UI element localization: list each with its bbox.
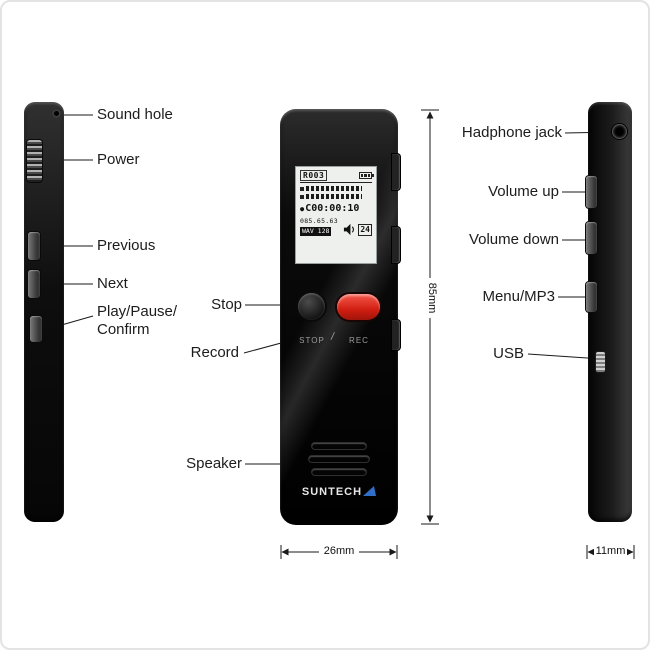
stop-button — [298, 293, 325, 320]
sound-hole — [52, 109, 61, 118]
screen-bottom-row: 085.65.63 WAV 128 24 — [300, 217, 372, 236]
dimension-width-front: 26mm — [319, 544, 359, 558]
label-menu-mp3: Menu/MP3 — [482, 288, 555, 305]
left-side-view — [24, 102, 64, 522]
label-volume-down: Volume down — [468, 231, 559, 248]
menu-mp3-button — [586, 282, 597, 312]
speaker-slot — [309, 456, 369, 462]
speaker-slot — [312, 443, 366, 449]
lcd-screen: R003 ● C00:00:10 085.65.63 WAV 128 — [295, 166, 377, 264]
printed-rec-label: REC — [349, 336, 369, 345]
next-button — [28, 270, 40, 298]
printed-stop-label: STOP — [299, 336, 325, 345]
label-sound-hole: Sound hole — [97, 106, 173, 123]
file-number: R003 — [300, 169, 328, 181]
front-view: R003 ● C00:00:10 085.65.63 WAV 128 — [280, 109, 400, 525]
side-button-middle — [392, 227, 400, 263]
screen-top-row: R003 — [300, 169, 374, 183]
record-time-value: C00:00:10 — [305, 203, 360, 214]
headphone-jack — [612, 124, 627, 139]
label-usb: USB — [493, 345, 524, 362]
label-play-pause-line2: Confirm — [97, 321, 150, 338]
battery-icon — [359, 171, 374, 179]
usb-port — [596, 352, 605, 372]
record-dot-icon: ● — [300, 204, 305, 213]
volume-up-button — [586, 176, 597, 208]
printed-divider: / — [329, 330, 337, 344]
power-switch — [27, 140, 42, 182]
volume-down-button — [586, 222, 597, 254]
level-meter-right — [300, 194, 372, 199]
play-pause-button — [30, 316, 42, 342]
brand-logo: SUNTECH — [300, 486, 378, 498]
label-previous: Previous — [97, 237, 156, 254]
label-power: Power — [97, 151, 140, 168]
label-play-pause: Play/Pause/ Confirm — [97, 303, 177, 339]
label-volume-up: Volume up — [488, 183, 559, 200]
dimension-height: 85mm — [425, 278, 439, 318]
label-record: Record — [190, 344, 239, 361]
label-play-pause-line1: Play/Pause/ — [97, 303, 178, 320]
brand-name: SUNTECH — [301, 486, 363, 498]
speaker-icon — [344, 223, 355, 236]
label-headphone-jack: Hadphone jack — [461, 124, 562, 141]
side-button-top — [392, 154, 400, 190]
right-side-view — [586, 102, 632, 522]
previous-button — [28, 232, 40, 260]
brand-swoosh-icon — [363, 486, 377, 496]
record-time: ● C00:00:10 — [300, 203, 372, 214]
label-next: Next — [97, 275, 128, 292]
dimension-depth-side: 11mm — [594, 544, 627, 558]
label-stop: Stop — [211, 296, 242, 313]
side-button-bottom — [392, 320, 400, 350]
volume-level: 24 — [358, 223, 372, 236]
counter-value: 085.65.63 — [300, 217, 338, 225]
record-button — [337, 294, 380, 320]
label-speaker: Speaker — [186, 455, 242, 472]
level-meter-left — [300, 186, 372, 191]
speaker-slot — [312, 469, 366, 475]
format-badge: WAV 128 — [300, 227, 332, 236]
